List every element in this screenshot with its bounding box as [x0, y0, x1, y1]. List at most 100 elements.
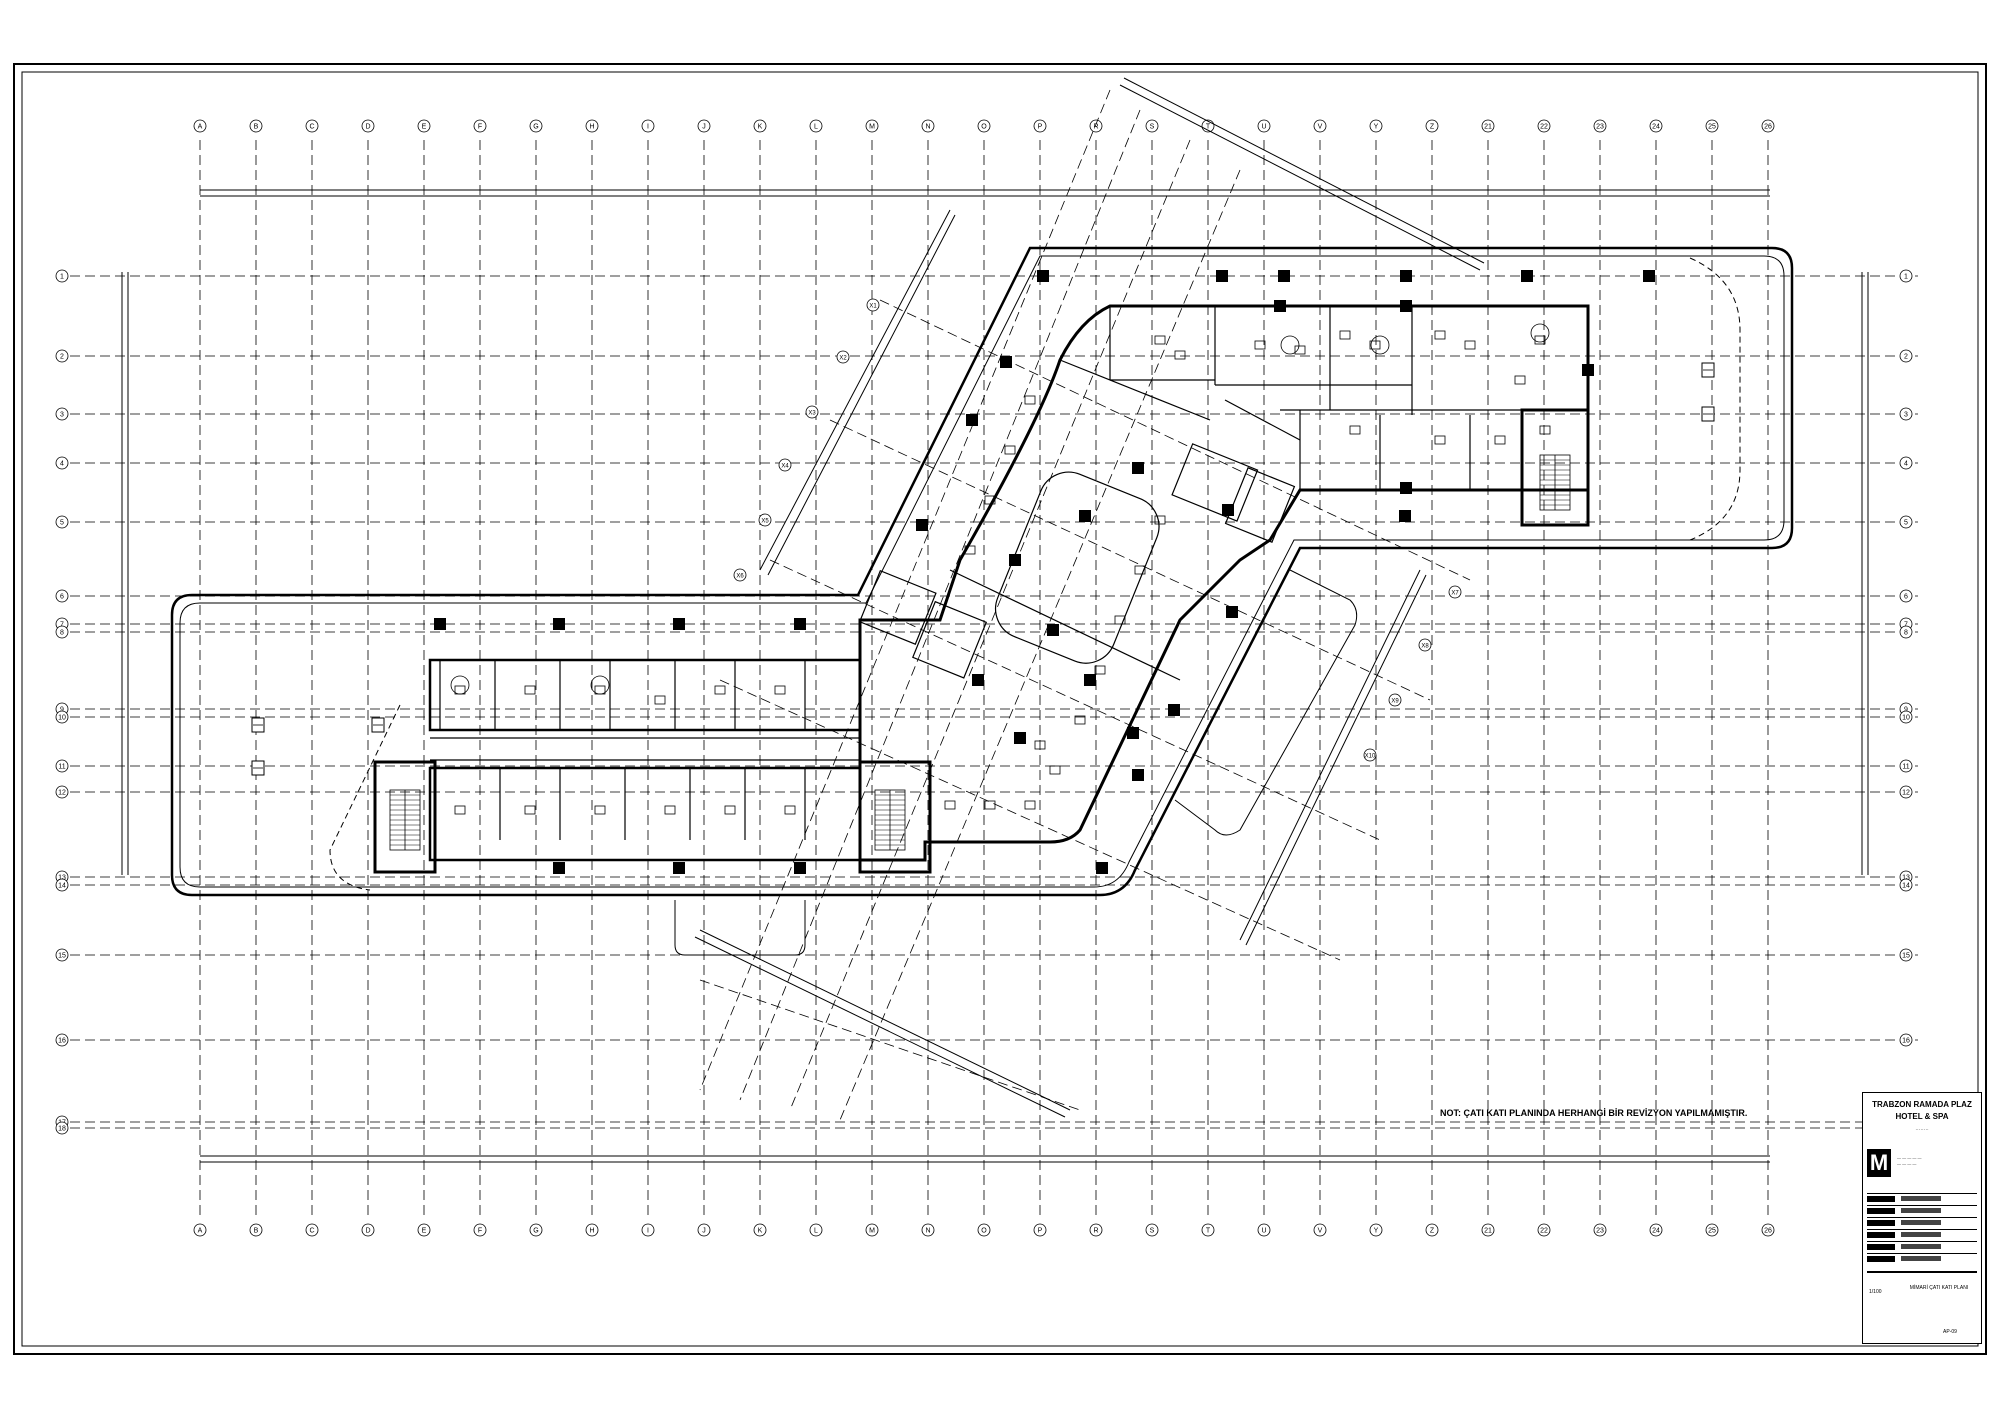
grid-label-column: 24: [1652, 124, 1660, 131]
grid-bubble: [249, 119, 263, 133]
grid-label-column: L: [814, 1228, 818, 1235]
grid-label-row: 13: [1902, 875, 1910, 882]
grid-label-column: 26: [1764, 1228, 1772, 1235]
grid-label-column: D: [365, 124, 370, 131]
grid-bubble: [1145, 119, 1159, 133]
grid-label-row: 10: [1902, 715, 1910, 722]
grid-label-row: 4: [60, 461, 64, 468]
furniture-item: [1349, 425, 1361, 435]
furniture-item: [454, 805, 466, 815]
grid-label-column: G: [533, 1228, 538, 1235]
outer-frame: [13, 63, 1987, 1355]
round-table: [1280, 335, 1300, 355]
column: [1084, 674, 1096, 686]
grid-label-rotated: X10: [1365, 754, 1376, 760]
furniture-item: [594, 685, 606, 695]
grid-label-row: 11: [58, 764, 65, 771]
title-block-row: [1867, 1205, 1977, 1216]
grid-bubble: [778, 458, 792, 472]
grid-bubble: [473, 1223, 487, 1237]
grid-bubble: [55, 785, 69, 799]
grid-label-row: 12: [58, 790, 66, 797]
grid-label-row: 1: [1904, 274, 1908, 281]
furniture-item: [1094, 665, 1106, 675]
furniture-item: [1254, 340, 1266, 350]
grid-bubble: [193, 119, 207, 133]
round-table: [450, 675, 470, 695]
furniture-item: [1339, 330, 1351, 340]
grid-label-column: Y: [1374, 124, 1379, 131]
drawing-scale: 1/100: [1869, 1289, 1882, 1295]
grid-bubble: [1363, 748, 1377, 762]
grid-label-column: 22: [1540, 1228, 1548, 1235]
grid-bubble: [1899, 407, 1913, 421]
grid-bubble: [55, 878, 69, 892]
grid-label-row: 10: [58, 715, 66, 722]
column: [794, 618, 806, 630]
furniture-item: [1294, 345, 1306, 355]
grid-bubble: [1899, 456, 1913, 470]
grid-bubble: [55, 407, 69, 421]
grid-bubble: [55, 456, 69, 470]
grid-bubble: [753, 119, 767, 133]
grid-bubble: [1481, 119, 1495, 133]
grid-bubble: [1257, 1223, 1271, 1237]
grid-label-rotated: X2: [839, 356, 847, 362]
title-block-row: [1867, 1241, 1977, 1252]
column: [1278, 270, 1290, 282]
furniture-item: [944, 800, 956, 810]
column: [966, 414, 978, 426]
furniture-item: [1434, 330, 1446, 340]
grid-label-column: B: [254, 124, 259, 131]
grid-label-column: V: [1318, 1228, 1323, 1235]
column: [1643, 270, 1655, 282]
grid-bubble: [1899, 625, 1913, 639]
grid-label-row: 9: [1904, 707, 1908, 714]
grid-label-column: K: [758, 124, 763, 131]
inner-frame: [21, 71, 1979, 1347]
grid-label-column: S: [1150, 1228, 1155, 1235]
grid-bubble: [249, 1223, 263, 1237]
grid-label-column: O: [981, 124, 987, 131]
grid-label-rotated: X7: [1451, 591, 1459, 597]
grid-label-column: A: [198, 124, 203, 131]
grid-label-column: H: [589, 124, 594, 131]
dimension-lines: [121, 77, 1869, 1163]
column: [1127, 727, 1139, 739]
grid-bubble: [585, 1223, 599, 1237]
column: [1096, 862, 1108, 874]
grid-lines: [70, 140, 1918, 1215]
grid-label-row: 11: [1902, 764, 1909, 771]
column: [1047, 624, 1059, 636]
grid-label-column: Y: [1374, 1228, 1379, 1235]
furniture-item: [774, 685, 786, 695]
title-block: TRABZON RAMADA PLAZ HOTEL & SPA ········…: [1862, 1092, 1982, 1344]
grid-bubble: [361, 119, 375, 133]
grid-bubble: [733, 568, 747, 582]
grid-bubble: [1705, 1223, 1719, 1237]
column: [1037, 270, 1049, 282]
title-block-row: [1867, 1193, 1977, 1204]
column: [1399, 510, 1411, 522]
grid-bubble: [1899, 710, 1913, 724]
grid-label-column: 24: [1652, 1228, 1660, 1235]
grid-label-column: 21: [1484, 124, 1492, 131]
grid-bubble: [1033, 119, 1047, 133]
round-table: [1530, 323, 1550, 343]
grid-bubble: [1593, 1223, 1607, 1237]
grid-label-column: C: [309, 1228, 314, 1235]
grid-bubble: [1899, 785, 1913, 799]
grid-bubble: [809, 119, 823, 133]
roof-slab: [170, 246, 1794, 956]
furniture-item: [1134, 565, 1146, 575]
grid-label-row: 12: [1902, 790, 1910, 797]
grid-label-column: T: [1206, 1228, 1211, 1235]
firm-caption: — — — — —— — — —: [1897, 1155, 1922, 1166]
sheet-number: AP-09: [1943, 1329, 1957, 1335]
grid-label-column: J: [702, 1228, 706, 1235]
column: [1222, 504, 1234, 516]
column: [916, 519, 928, 531]
grid-bubble: [585, 119, 599, 133]
grid-bubble: [758, 513, 772, 527]
furniture-item: [1114, 615, 1126, 625]
